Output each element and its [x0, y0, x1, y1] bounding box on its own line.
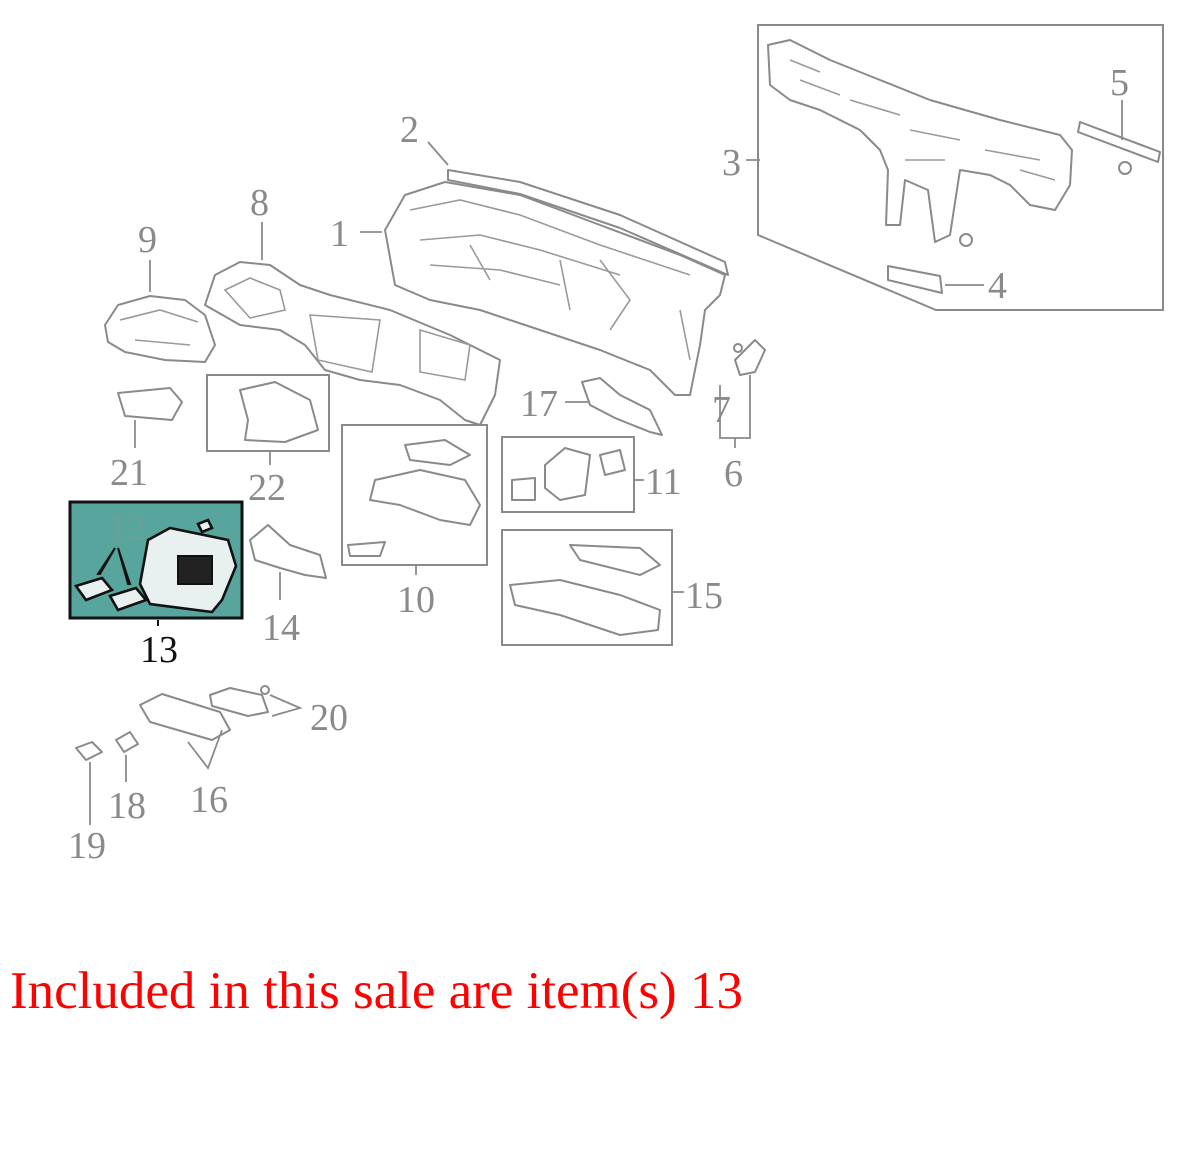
callout-17: 17: [520, 383, 558, 425]
under-cover-10: [369, 469, 481, 526]
switch-panel-16: [139, 693, 231, 741]
callout-3: 3: [722, 142, 741, 184]
callout-20: 20: [310, 697, 348, 739]
callout-16: 16: [190, 779, 228, 821]
callout-12: 12: [108, 507, 146, 549]
pocket-20: [209, 687, 269, 717]
callout-15: 15: [685, 575, 723, 617]
bracket-14-group: 14: [249, 524, 327, 649]
callout-5: 5: [1110, 62, 1129, 104]
beam-bracket-4: [887, 265, 943, 294]
box-22-group: 22: [206, 374, 330, 509]
panel-garnish-group: 8: [204, 182, 501, 426]
meter-visor: [104, 295, 216, 363]
sale-note: Included in this sale are item(s) 13: [10, 962, 743, 1020]
bracket-14: [249, 524, 327, 579]
pocket-21: [117, 387, 183, 421]
under-cover-10-top: [404, 439, 471, 466]
box-10-group: 10: [341, 424, 488, 621]
callout-18: 18: [108, 785, 146, 827]
switch-panel-16-group: 20 16: [139, 685, 348, 821]
clip-19: [75, 741, 103, 761]
callout-4: 4: [988, 265, 1007, 307]
pocket-21-group: 21: [110, 387, 183, 494]
callout-11: 11: [645, 461, 682, 503]
callout-1: 1: [330, 213, 349, 255]
dashboard-panel-group: 1 2: [330, 109, 729, 396]
box-15-group: 15: [501, 529, 723, 646]
callout-2: 2: [400, 109, 419, 151]
callout-10: 10: [397, 579, 435, 621]
lid-6: [734, 339, 766, 376]
beam-bracket-5: [1077, 121, 1161, 163]
callout-7: 7: [712, 389, 731, 431]
steering-hanger-beam: [767, 39, 1073, 243]
vent-12-left: [73, 576, 115, 602]
trim-17-group: 17: [520, 377, 663, 436]
box-22: [206, 374, 330, 452]
callout-21: 21: [110, 452, 148, 494]
trim-17: [581, 377, 663, 436]
box-11-group: 11: [501, 436, 682, 513]
box-11: [501, 436, 635, 513]
callout-9: 9: [138, 219, 157, 261]
callout-13: 13: [140, 629, 178, 671]
callout-14: 14: [262, 607, 300, 649]
vent-11: [544, 447, 591, 501]
frame-box: [757, 24, 1164, 311]
dashboard-top-strip: [447, 169, 729, 276]
callout-6: 6: [724, 453, 743, 495]
box-10: [341, 424, 488, 566]
callout-22: 22: [248, 467, 286, 509]
meter-visor-group: 9: [104, 219, 216, 363]
panel-garnish: [204, 261, 501, 426]
clip-18: [115, 731, 139, 753]
highlight-13-group: 12 13: [68, 500, 244, 671]
bolt-5: [1118, 161, 1132, 175]
glove-box-15: [509, 579, 661, 636]
bracket-22: [239, 381, 319, 443]
bolt-3: [959, 233, 973, 247]
box-15: [501, 529, 673, 646]
callout-19: 19: [68, 825, 106, 867]
vent-12-right: [108, 586, 149, 612]
callout-8: 8: [250, 182, 269, 224]
display-13: [177, 555, 213, 585]
clips-18-19-group: 18 19: [68, 731, 146, 867]
frame-box-group: 5 4 3: [722, 24, 1164, 311]
lid-6-7-group: 7 6: [712, 339, 766, 495]
